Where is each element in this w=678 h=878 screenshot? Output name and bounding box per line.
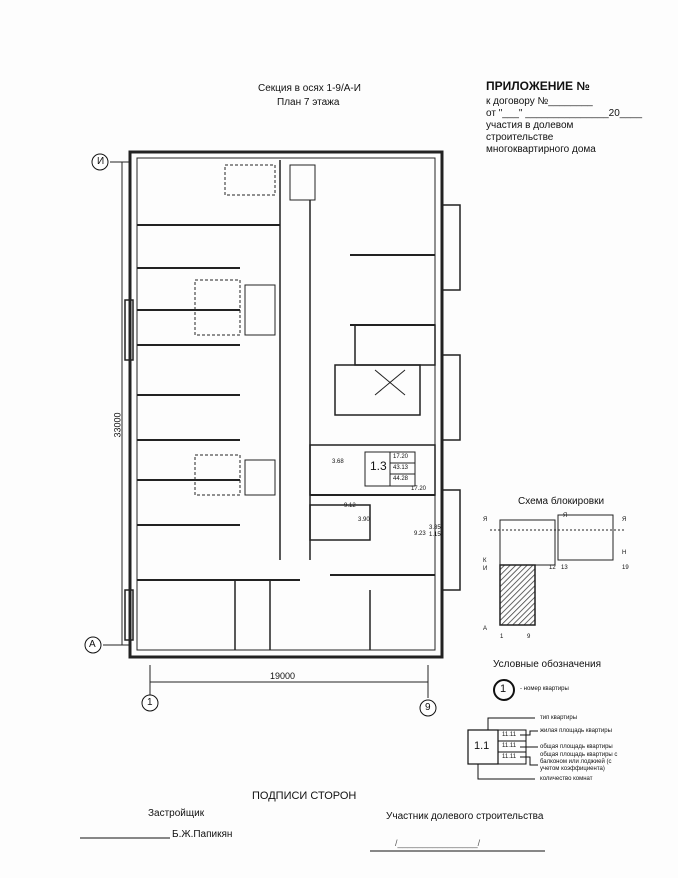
section-title: Секция в осях 1-9/А-И (258, 83, 361, 94)
developer-label: Застройщик (148, 808, 205, 819)
legend-label: тип квартиры (540, 715, 578, 721)
legend-label: общая площадь квартиры с балконом или ло… (540, 752, 618, 772)
floor-title: План 7 этажа (277, 97, 340, 108)
axis-label-right: 9 (425, 702, 431, 713)
scheme-axis: 9 (527, 634, 531, 640)
participant-label: Участник долевого строительства (386, 811, 544, 822)
legend-sample-type: 1.1 (474, 740, 490, 752)
room-area: 3.68 (332, 459, 344, 465)
apartment-type: 1.3 (370, 459, 387, 473)
blocking-scheme (490, 514, 625, 626)
signatures-title: ПОДПИСИ СТОРОН (252, 790, 357, 802)
scheme-axis: 13 (561, 565, 568, 571)
scheme-axis: А (483, 626, 488, 632)
scheme-axis: Я (622, 517, 627, 523)
appendix-line3: участия в долевом (486, 120, 574, 131)
appendix-line4: строительстве (486, 132, 554, 143)
legend-sample-value: 11.11 (502, 732, 517, 738)
appendix-line5: многоквартирного дома (486, 144, 596, 155)
appendix-date: от "___" _______________20____ (486, 108, 643, 119)
axis-label-bottom: А (89, 639, 96, 650)
room-area: 9.12 (344, 503, 356, 509)
legend-label: общая площадь квартиры (540, 744, 613, 750)
dimension-vertical: 33000 (112, 412, 123, 438)
legend-circle-number: 1 (500, 683, 507, 695)
room-area: 17.20 (411, 486, 427, 492)
scheme-axis: 12 (549, 565, 556, 571)
scheme-title: Схема блокировки (518, 496, 605, 507)
room-area: 3.90 (358, 517, 370, 523)
room-area: 3.85 (429, 525, 441, 531)
axis-marker-top (91, 153, 109, 171)
apartment-total-area: 43.13 (393, 465, 409, 471)
room-area: 9.23 (414, 531, 426, 537)
room-area: 1.15 (429, 532, 441, 538)
appendix-title: ПРИЛОЖЕНИЕ № (486, 79, 590, 93)
apartment-living-area: 17.20 (393, 454, 409, 460)
legend-circle-label: - номер квартиры (520, 686, 569, 692)
legend-title: Условные обозначения (493, 659, 602, 670)
legend-sample-value: 11.11 (502, 743, 517, 749)
axis-marker-bottom (84, 636, 102, 654)
legend-label: количество комнат (540, 776, 593, 782)
axis-label-left: 1 (147, 697, 153, 708)
developer-name: Б.Ж.Папикян (172, 829, 233, 840)
scheme-axis: К (483, 558, 487, 564)
legend-sample-value: 11.11 (502, 754, 517, 760)
scheme-axis: И (483, 566, 488, 572)
axis-label-top: И (97, 156, 105, 167)
dimension-horizontal: 19000 (270, 671, 296, 681)
scheme-axis: Я (483, 517, 488, 523)
participant-signature-line: /________________/ (395, 838, 481, 848)
scheme-axis: 1 (500, 634, 504, 640)
axis-marker-right (419, 699, 437, 717)
scheme-axis: Н (622, 550, 627, 556)
axis-marker-left (141, 694, 159, 712)
scheme-axis: Я (563, 513, 568, 519)
legend-label: жилая площадь квартиры (540, 728, 612, 734)
apartment-total-balcony: 44.28 (393, 476, 409, 482)
appendix-contract: к договору №________ (486, 96, 593, 107)
scheme-axis: 19 (622, 565, 629, 571)
